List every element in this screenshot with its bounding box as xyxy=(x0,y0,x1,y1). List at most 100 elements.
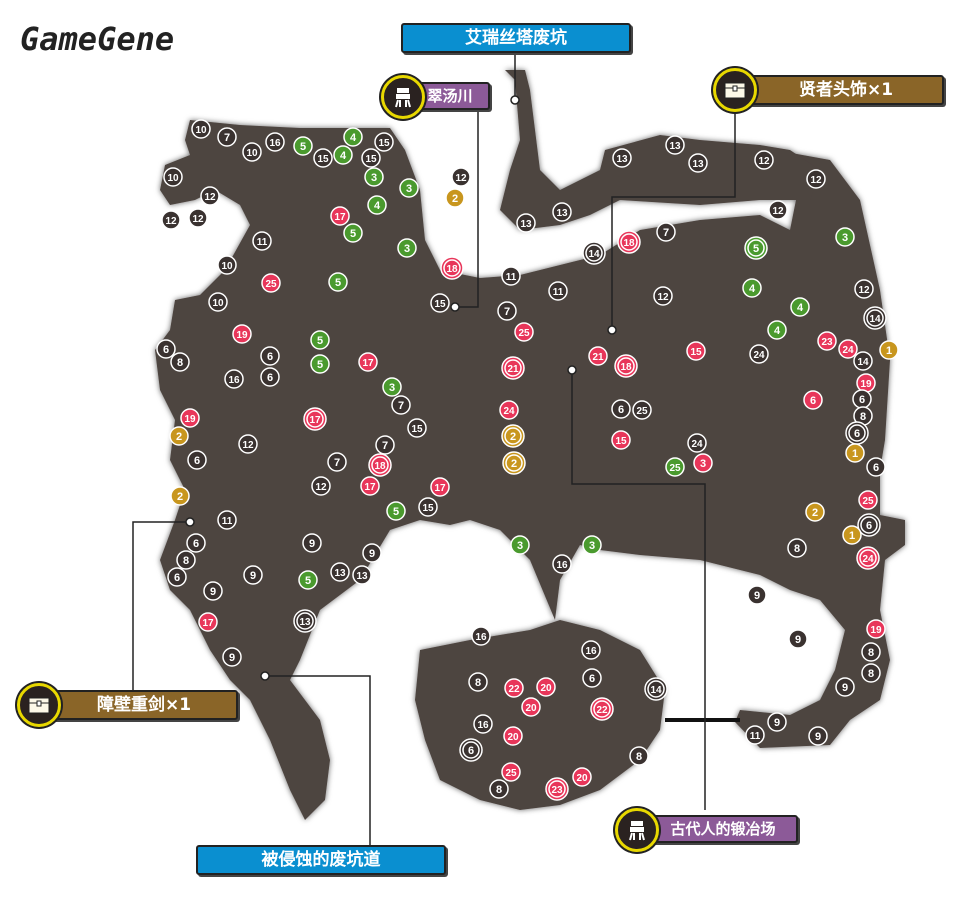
marker-gray[interactable]: 12 xyxy=(854,279,874,299)
marker-pink[interactable]: 15 xyxy=(611,430,631,450)
marker-gray[interactable]: 8 xyxy=(861,663,881,683)
marker-gray[interactable]: 7 xyxy=(656,222,676,242)
marker-gold[interactable]: 1 xyxy=(879,340,899,360)
marker-gray[interactable]: 10 xyxy=(208,292,228,312)
marker-green[interactable]: 25 xyxy=(665,457,685,477)
marker-gray[interactable]: 6 xyxy=(582,668,602,688)
marker-gray[interactable]: 12 xyxy=(238,434,258,454)
marker-gray[interactable]: 10 xyxy=(217,255,237,275)
marker-gray[interactable]: 9 xyxy=(362,543,382,563)
marker-gray[interactable]: 8 xyxy=(629,746,649,766)
marker-gray[interactable]: 14 xyxy=(863,306,887,330)
marker-pink[interactable]: 17 xyxy=(330,206,350,226)
marker-pink[interactable]: 24 xyxy=(499,400,519,420)
marker-green[interactable]: 4 xyxy=(742,278,762,298)
marker-green[interactable]: 5 xyxy=(343,223,363,243)
marker-pink[interactable]: 24 xyxy=(856,546,880,570)
marker-gold[interactable]: 2 xyxy=(169,426,189,446)
marker-gray[interactable]: 7 xyxy=(497,301,517,321)
marker-pink[interactable]: 23 xyxy=(817,331,837,351)
marker-pink[interactable]: 17 xyxy=(198,612,218,632)
marker-pink[interactable]: 17 xyxy=(430,477,450,497)
marker-gray[interactable]: 16 xyxy=(471,626,491,646)
marker-gray[interactable]: 7 xyxy=(391,395,411,415)
marker-gold[interactable]: 2 xyxy=(170,486,190,506)
marker-green[interactable]: 5 xyxy=(310,330,330,350)
marker-gray[interactable]: 6 xyxy=(156,339,176,359)
area-label-top[interactable]: 艾瑞丝塔废坑 xyxy=(401,23,631,53)
marker-green[interactable]: 5 xyxy=(310,354,330,374)
marker-green[interactable]: 5 xyxy=(298,570,318,590)
marker-gold[interactable]: 2 xyxy=(445,188,465,208)
marker-pink[interactable]: 21 xyxy=(588,346,608,366)
area-label-bottom[interactable]: 被侵蚀的废坑道 xyxy=(196,845,446,875)
marker-gray[interactable]: 8 xyxy=(176,550,196,570)
marker-gray[interactable]: 15 xyxy=(407,418,427,438)
marker-gray[interactable]: 10 xyxy=(163,167,183,187)
marker-pink[interactable]: 22 xyxy=(504,678,524,698)
marker-gray[interactable]: 24 xyxy=(749,344,769,364)
marker-gray[interactable]: 13 xyxy=(330,562,350,582)
marker-gray[interactable]: 12 xyxy=(806,169,826,189)
camp-label-bottom[interactable]: 古代人的锻冶场 xyxy=(648,815,798,843)
marker-gray[interactable]: 12 xyxy=(768,200,788,220)
marker-green[interactable]: 3 xyxy=(364,167,384,187)
marker-gray[interactable]: 7 xyxy=(217,127,237,147)
marker-gold[interactable]: 2 xyxy=(502,451,526,475)
marker-pink[interactable]: 17 xyxy=(360,476,380,496)
marker-pink[interactable]: 21 xyxy=(501,356,525,380)
marker-gold[interactable]: 2 xyxy=(501,424,525,448)
marker-green[interactable]: 5 xyxy=(328,272,348,292)
marker-gray[interactable]: 15 xyxy=(418,497,438,517)
marker-green[interactable]: 3 xyxy=(382,377,402,397)
marker-gray[interactable]: 12 xyxy=(311,476,331,496)
marker-pink[interactable]: 20 xyxy=(536,677,556,697)
marker-green[interactable]: 4 xyxy=(767,320,787,340)
marker-gray[interactable]: 13 xyxy=(352,565,372,585)
marker-gray[interactable]: 16 xyxy=(581,640,601,660)
marker-gray[interactable]: 8 xyxy=(787,538,807,558)
marker-pink[interactable]: 25 xyxy=(261,273,281,293)
marker-gray[interactable]: 16 xyxy=(473,714,493,734)
marker-pink[interactable]: 25 xyxy=(858,490,878,510)
marker-green[interactable]: 3 xyxy=(510,535,530,555)
marker-gray[interactable]: 8 xyxy=(468,672,488,692)
marker-gray[interactable]: 6 xyxy=(857,513,881,537)
marker-pink[interactable]: 25 xyxy=(501,762,521,782)
marker-pink[interactable]: 17 xyxy=(358,352,378,372)
marker-pink[interactable]: 20 xyxy=(503,726,523,746)
marker-green[interactable]: 3 xyxy=(397,238,417,258)
marker-gray[interactable]: 16 xyxy=(265,132,285,152)
marker-gray[interactable]: 14 xyxy=(644,677,668,701)
marker-pink[interactable]: 20 xyxy=(521,697,541,717)
marker-gray[interactable]: 6 xyxy=(852,389,872,409)
marker-gray[interactable]: 6 xyxy=(186,533,206,553)
marker-gray[interactable]: 15 xyxy=(430,293,450,313)
marker-green[interactable]: 4 xyxy=(343,127,363,147)
marker-pink[interactable]: 19 xyxy=(856,373,876,393)
marker-gray[interactable]: 6 xyxy=(845,421,869,445)
marker-green[interactable]: 5 xyxy=(293,136,313,156)
marker-pink[interactable]: 25 xyxy=(514,322,534,342)
marker-gray[interactable]: 11 xyxy=(548,281,568,301)
marker-gray[interactable]: 13 xyxy=(552,202,572,222)
marker-gray[interactable]: 15 xyxy=(374,132,394,152)
marker-pink[interactable]: 18 xyxy=(440,256,464,280)
marker-pink[interactable]: 18 xyxy=(614,354,638,378)
marker-green[interactable]: 3 xyxy=(835,227,855,247)
marker-pink[interactable]: 19 xyxy=(180,408,200,428)
marker-gray[interactable]: 12 xyxy=(161,210,181,230)
marker-pink[interactable]: 19 xyxy=(866,619,886,639)
marker-pink[interactable]: 15 xyxy=(686,341,706,361)
marker-gray[interactable]: 13 xyxy=(516,213,536,233)
marker-gray[interactable]: 6 xyxy=(167,567,187,587)
marker-gray[interactable]: 12 xyxy=(754,150,774,170)
marker-pink[interactable]: 20 xyxy=(572,767,592,787)
marker-gray[interactable]: 13 xyxy=(665,135,685,155)
marker-pink[interactable]: 6 xyxy=(803,390,823,410)
marker-pink[interactable]: 19 xyxy=(232,324,252,344)
marker-gray[interactable]: 12 xyxy=(653,286,673,306)
marker-pink[interactable]: 24 xyxy=(838,339,858,359)
marker-gray[interactable]: 13 xyxy=(293,609,317,633)
marker-pink[interactable]: 22 xyxy=(590,697,614,721)
